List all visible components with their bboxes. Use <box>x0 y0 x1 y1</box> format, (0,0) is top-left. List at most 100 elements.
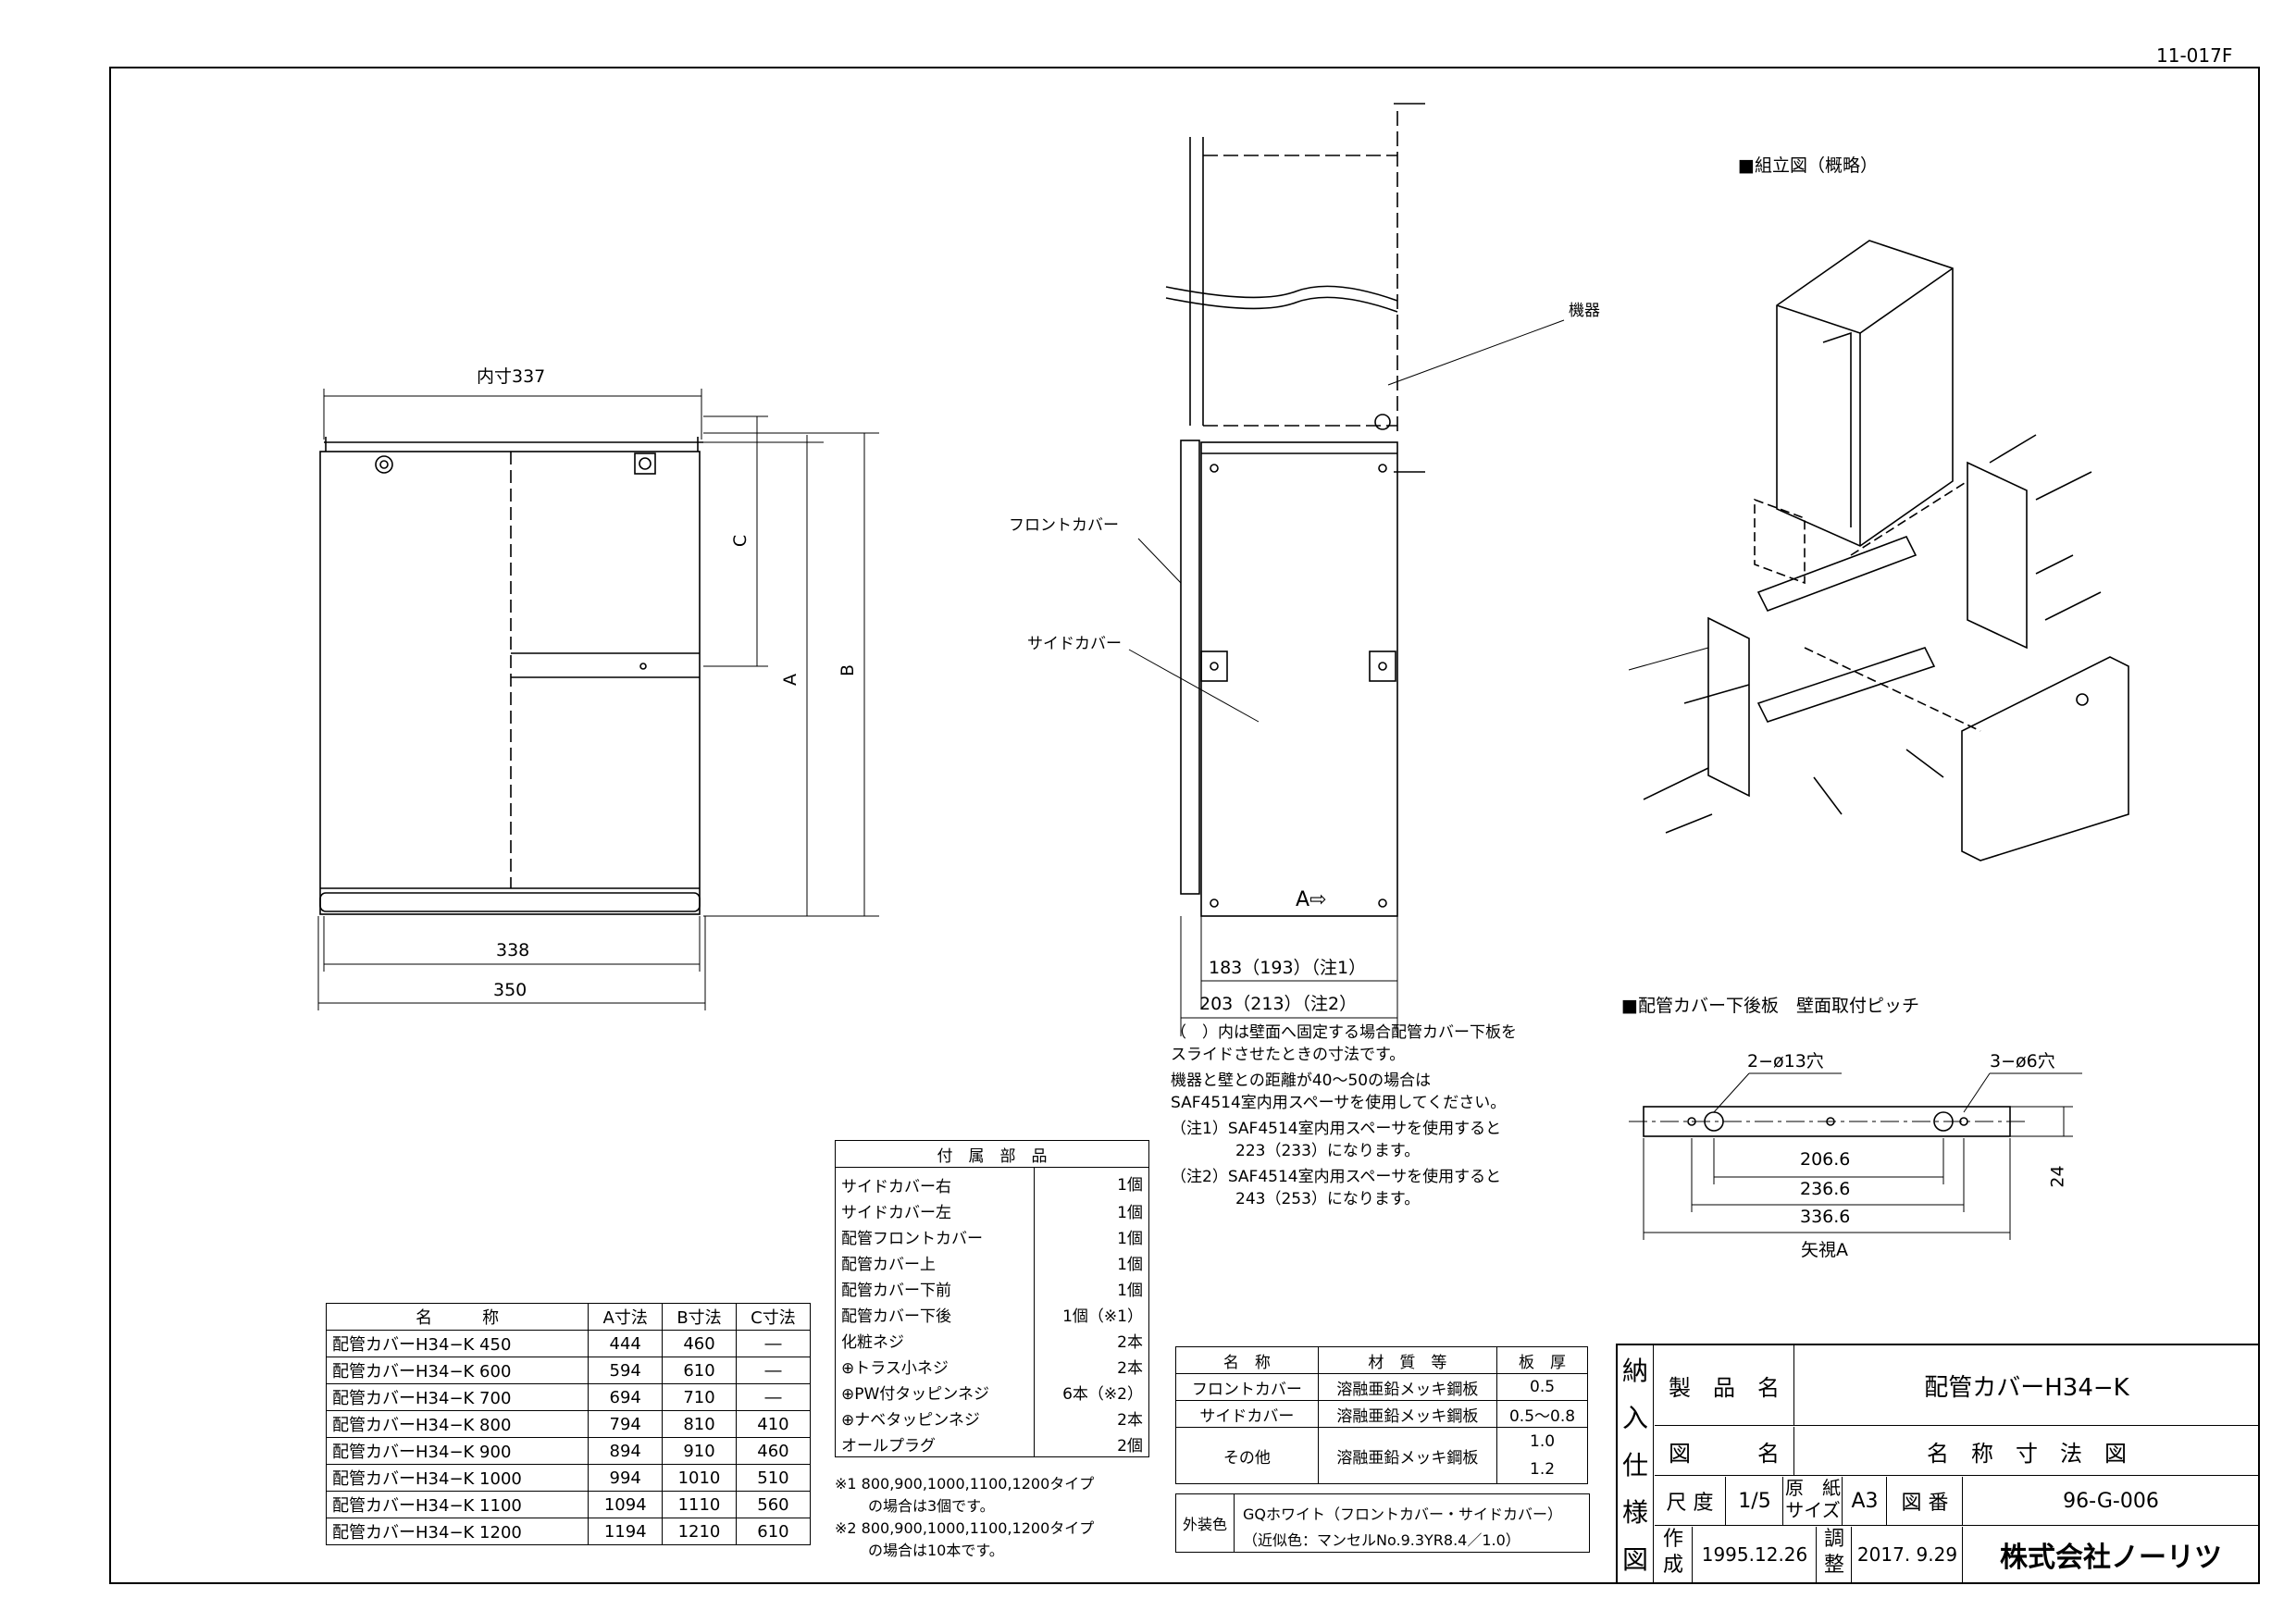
side-cover-label: サイドカバー <box>1027 635 1122 653</box>
cell: 1個 <box>1034 1197 1150 1223</box>
cell: 配管カバーH34−K 1200 <box>325 1518 590 1545</box>
cell: 配管カバーH34−K 1000 <box>325 1464 590 1492</box>
dim-a-label: A <box>780 674 800 686</box>
side-dim-2: 203（213）（注2） <box>1199 994 1358 1014</box>
size-header: 名 称 <box>325 1303 590 1331</box>
cell: 410 <box>735 1410 812 1438</box>
color-line-1: GQホワイト（フロントカバー・サイドカバー） <box>1243 1505 1562 1523</box>
cell: 1210 <box>662 1518 737 1545</box>
cell: 配管カバーH34−K 900 <box>325 1437 590 1465</box>
cell: 1個（※1） <box>1034 1301 1150 1327</box>
scale-row: 尺 度 1/5 原 紙 サイズ A3 図 番 96-G-006 <box>1655 1477 2258 1526</box>
device-label: 機器 <box>1569 302 1600 320</box>
cell: 配管カバーH34−K 800 <box>325 1410 590 1438</box>
product-name: 配管カバーH34−K <box>1924 1373 2129 1402</box>
cell: 0.5 <box>1496 1373 1588 1401</box>
size-header: C寸法 <box>735 1303 812 1331</box>
note-line: 機器と壁との距離が40～50の場合は <box>1171 1072 1432 1090</box>
cell: サイドカバー左 <box>835 1197 1035 1223</box>
cell: 配管カバー下後 <box>835 1301 1035 1327</box>
color-label: 外装色 <box>1176 1494 1235 1552</box>
cell: 1110 <box>662 1491 737 1518</box>
cell: 1個 <box>1034 1167 1150 1197</box>
size-header: B寸法 <box>662 1303 737 1331</box>
created-label-1: 作 <box>1662 1528 1683 1551</box>
cell: その他 <box>1175 1427 1319 1484</box>
adjusted-label-2: 整 <box>1823 1554 1844 1577</box>
created-label: 作 成 <box>1655 1527 1693 1582</box>
cell: ― <box>735 1383 812 1411</box>
pitch-dim-2: 236.6 <box>1800 1179 1851 1199</box>
cell: オールプラグ <box>835 1431 1035 1457</box>
table-row: 1.2 <box>1176 1456 1588 1484</box>
doc-number: 11-017F <box>2156 44 2233 67</box>
cell: 794 <box>588 1410 664 1438</box>
cell: 1個 <box>1034 1249 1150 1275</box>
cell: 配管カバーH34−K 1100 <box>325 1491 590 1518</box>
paper-size: A3 <box>1843 1477 1887 1525</box>
drawing-name: 名 称 寸 法 図 <box>1927 1440 2127 1467</box>
accessories-header: 付 属 部 品 <box>835 1140 1149 1168</box>
cell: 溶融亜鉛メッキ鋼板 <box>1317 1427 1498 1484</box>
vertical-char: 納 <box>1621 1355 1648 1386</box>
cell: 444 <box>588 1330 664 1357</box>
vertical-char: 仕 <box>1621 1449 1648 1481</box>
material-header: 板 厚 <box>1496 1346 1588 1374</box>
note-line: （注1）SAF4514室内用スペーサを使用すると <box>1171 1120 1502 1138</box>
drawing-name-row: 図 名 名 称 寸 法 図 <box>1655 1427 2258 1476</box>
adjusted-date: 2017. 9.29 <box>1853 1527 1963 1582</box>
cell: 1194 <box>588 1518 664 1545</box>
cell: 溶融亜鉛メッキ鋼板 <box>1317 1373 1498 1401</box>
cell: 溶融亜鉛メッキ鋼板 <box>1317 1400 1498 1428</box>
history-row: 作 成 1995.12.26 調 整 2017. 9.29 株式会社ノーリツ <box>1655 1527 2258 1582</box>
cell: 694 <box>588 1383 664 1411</box>
cell: フロントカバー <box>1175 1373 1319 1401</box>
adjusted-label: 調 整 <box>1818 1527 1852 1582</box>
cell: 1.2 <box>1496 1456 1588 1484</box>
notes-block: （ ）内は壁面へ固定する場合配管カバー下板を スライドさせたときの寸法です。 機… <box>1171 1022 1517 1210</box>
cell: ⊕ナベタッピンネジ <box>835 1405 1035 1431</box>
cell: 894 <box>588 1437 664 1465</box>
cell: 2本 <box>1034 1353 1150 1379</box>
bottom-inner-dim: 338 <box>496 940 530 960</box>
front-cover-label: フロントカバー <box>1009 516 1119 535</box>
cell: 560 <box>735 1491 812 1518</box>
product-row: 製 品 名 配管カバーH34−K <box>1655 1345 2258 1426</box>
pitch-title: ■配管カバー下後板 壁面取付ピッチ <box>1621 996 1919 1016</box>
drawing-number-label: 図 番 <box>1888 1477 1963 1525</box>
note-line: 223（233）になります。 <box>1235 1142 1421 1160</box>
pitch-dim-3: 336.6 <box>1800 1207 1851 1227</box>
scale-value: 1/5 <box>1727 1477 1783 1525</box>
cell: 910 <box>662 1437 737 1465</box>
created-date: 1995.12.26 <box>1694 1527 1817 1582</box>
cell: 6本（※2） <box>1034 1379 1150 1405</box>
hole-right-label: 3−ø6穴 <box>1990 1051 2055 1072</box>
cell: サイドカバー <box>1175 1400 1319 1428</box>
drawing-frame <box>109 67 2260 1584</box>
footnote: の場合は3個です。 <box>868 1497 995 1515</box>
cell: 460 <box>735 1437 812 1465</box>
cell: 1094 <box>588 1491 664 1518</box>
hole-left-label: 2−ø13穴 <box>1747 1051 1824 1072</box>
cell: 594 <box>588 1357 664 1384</box>
cell: 610 <box>662 1357 737 1384</box>
bottom-outer-dim: 350 <box>493 980 527 1000</box>
cell: ⊕PW付タッピンネジ <box>835 1379 1035 1405</box>
cell: 化粧ネジ <box>835 1327 1035 1353</box>
title-vertical: 納 入 仕 様 図 <box>1618 1345 1654 1582</box>
drawing-name-label: 図 名 <box>1655 1427 1794 1475</box>
footnote: ※1 800,900,1000,1100,1200タイプ <box>835 1475 1095 1493</box>
created-label-2: 成 <box>1662 1554 1683 1577</box>
assembly-title: ■組立図（概略） <box>1738 155 1878 176</box>
accessories-footnotes: ※1 800,900,1000,1100,1200タイプ の場合は3個です。 ※… <box>835 1473 1094 1562</box>
material-header: 名 称 <box>1175 1346 1319 1374</box>
